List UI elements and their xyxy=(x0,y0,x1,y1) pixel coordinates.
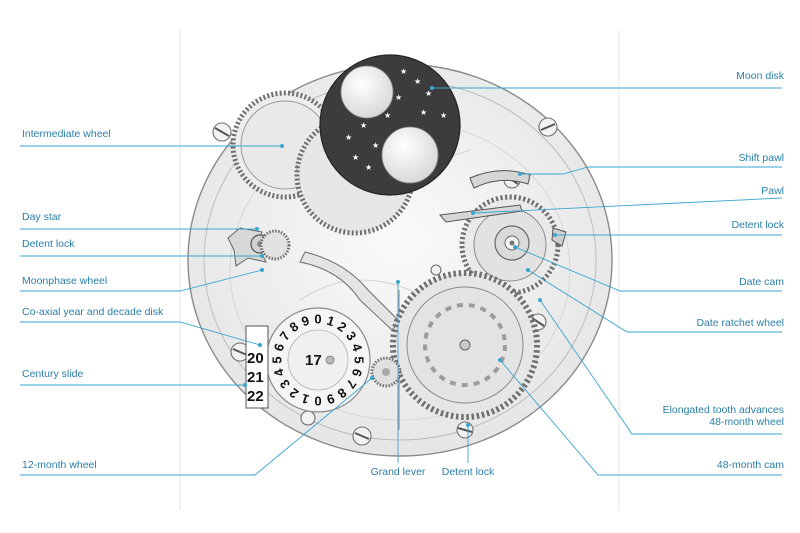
label-48-month-cam: 48-month cam xyxy=(716,459,784,471)
label-grand-lever: Grand lever xyxy=(370,466,426,478)
year-disk-digit: 9 xyxy=(325,391,337,408)
century-year-2: 21 xyxy=(247,369,264,386)
label-elongated-tooth: Elongated tooth advances 48-month wheel xyxy=(663,404,784,428)
svg-text:★: ★ xyxy=(345,133,352,142)
year-disk-digit: 5 xyxy=(352,356,367,363)
label-intermediate-wheel: Intermediate wheel xyxy=(22,128,111,140)
label-detent-lock-right: Detent lock xyxy=(731,219,784,231)
forty-eight-month-wheel xyxy=(390,270,540,420)
year-disk-digit: 1 xyxy=(300,391,312,408)
label-elongated-tooth-line1: Elongated tooth advances xyxy=(662,404,784,416)
century-year-3: 22 xyxy=(247,388,264,405)
year-disk-digit: 6 xyxy=(271,342,288,354)
year-disk-digit: 9 xyxy=(300,313,312,330)
label-moon-disk: Moon disk xyxy=(736,70,784,82)
svg-text:★: ★ xyxy=(414,77,421,86)
leader-lines xyxy=(20,86,783,476)
year-disk-digit: 5 xyxy=(270,356,285,363)
label-moonphase-wheel: Moonphase wheel xyxy=(22,275,108,287)
label-detent-lock-left: Detent lock xyxy=(22,238,75,250)
year-disk-digit: 0 xyxy=(314,312,321,327)
svg-text:★: ★ xyxy=(420,108,427,117)
label-date-ratchet-wheel: Date ratchet wheel xyxy=(696,317,784,329)
svg-text:★: ★ xyxy=(440,111,447,120)
label-elongated-tooth-line2: 48-month wheel xyxy=(709,416,784,428)
label-pawl: Pawl xyxy=(761,185,784,197)
svg-text:★: ★ xyxy=(360,121,367,130)
date-cam xyxy=(494,225,530,261)
svg-text:★: ★ xyxy=(384,111,391,120)
svg-text:★: ★ xyxy=(425,89,432,98)
label-date-cam: Date cam xyxy=(739,276,784,288)
label-shift-pawl: Shift pawl xyxy=(738,152,784,164)
label-century-slide: Century slide xyxy=(22,368,84,380)
svg-text:★: ★ xyxy=(372,141,379,150)
svg-text:★: ★ xyxy=(395,93,402,102)
year-disk-digit: 1 xyxy=(325,313,337,330)
century-slide: 20 21 22 xyxy=(245,325,269,409)
year-disk-digit: 6 xyxy=(349,367,366,379)
svg-text:★: ★ xyxy=(365,163,372,172)
label-twelve-month-wheel: 12-month wheel xyxy=(22,459,97,471)
year-disk-digit: 0 xyxy=(314,394,321,409)
svg-text:★: ★ xyxy=(352,153,359,162)
year-disk-center-value: 17 xyxy=(305,352,322,369)
twelve-month-wheel xyxy=(370,356,402,388)
moon-disk: ★ ★ ★ ★ ★ ★ ★ ★ ★ ★ ★ ★ xyxy=(319,54,461,196)
detent-lock-right xyxy=(551,227,567,247)
shift-pawl xyxy=(469,170,531,189)
label-day-star: Day star xyxy=(22,211,62,223)
label-coaxial-disk: Co-axial year and decade disk xyxy=(22,306,164,318)
century-year-1: 20 xyxy=(247,350,264,367)
label-detent-lock-bottom: Detent lock xyxy=(441,466,495,478)
svg-text:★: ★ xyxy=(400,67,407,76)
moonphase-wheel xyxy=(259,229,291,261)
